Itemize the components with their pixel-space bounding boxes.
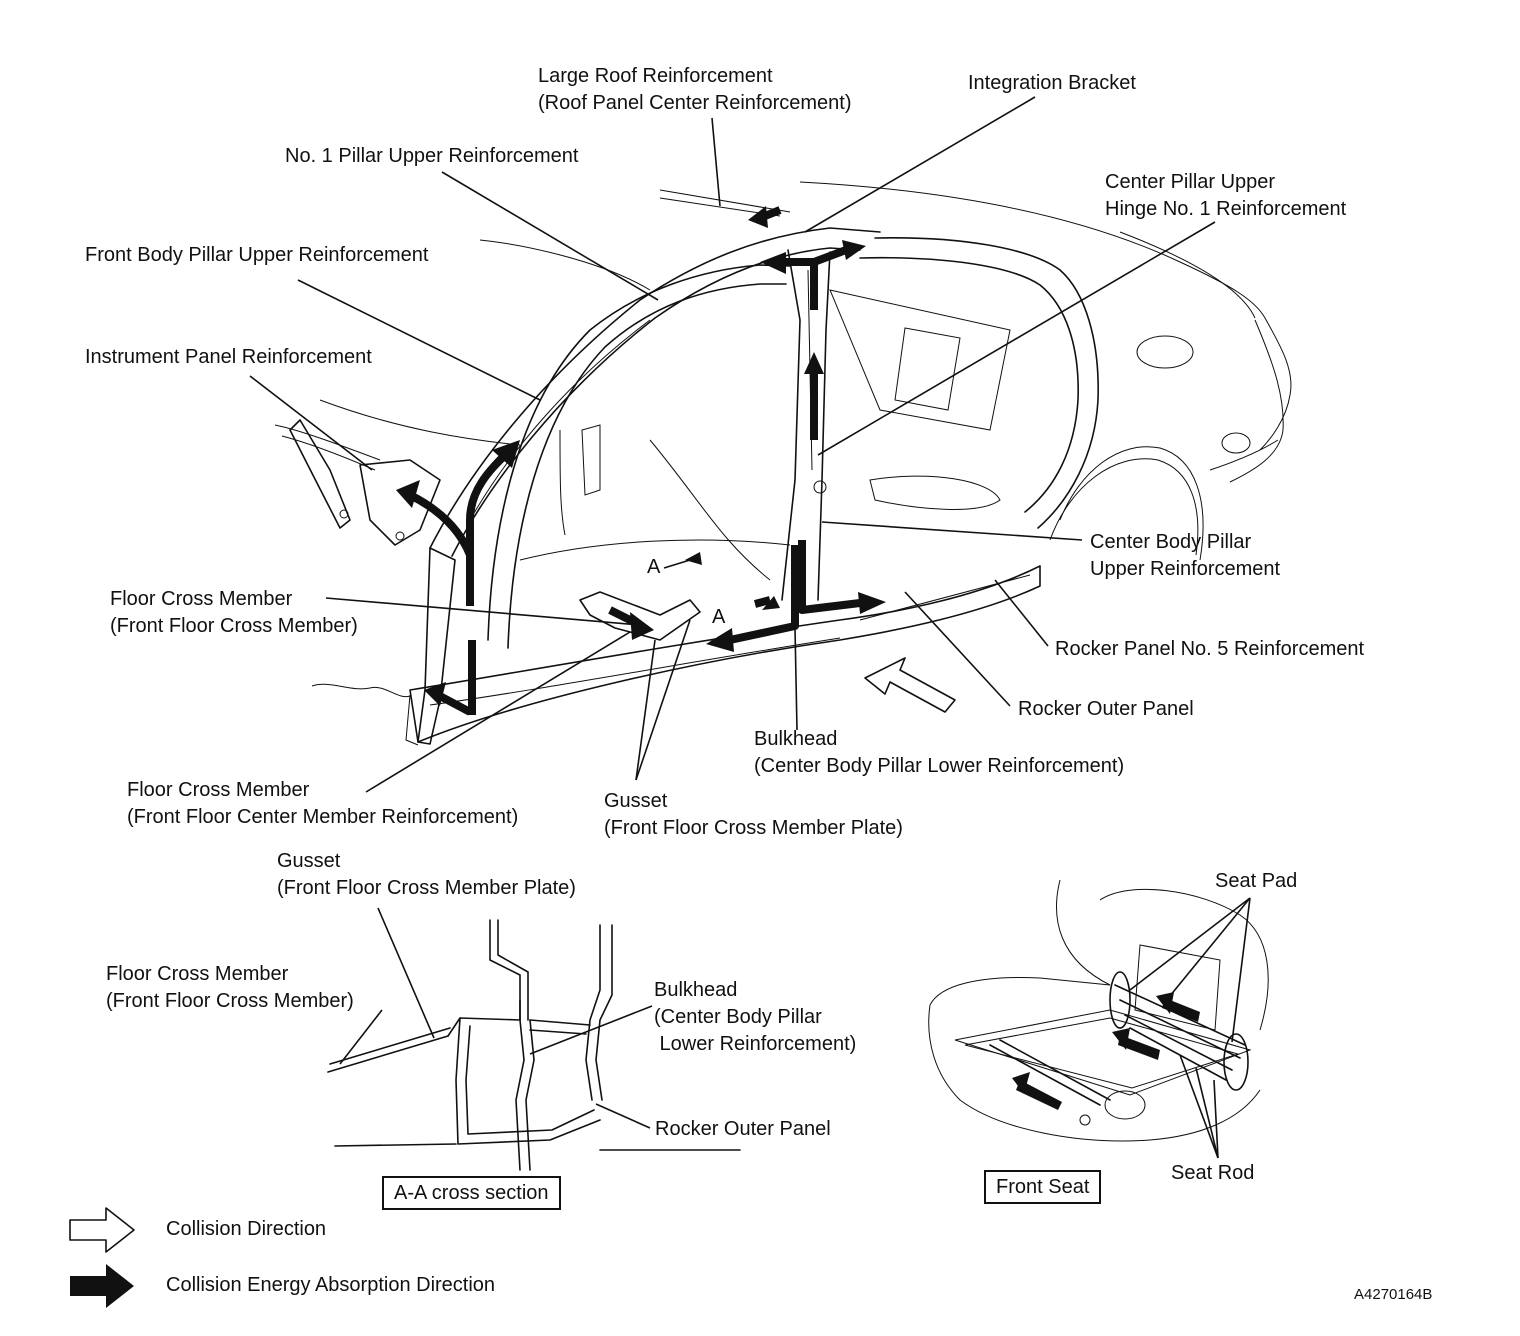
label-integration-bracket: Integration Bracket (968, 72, 1136, 94)
label-seat-pad: Seat Pad (1215, 870, 1298, 892)
label-no1-pillar-upper-reinforcement: No. 1 Pillar Upper Reinforcement (285, 145, 579, 167)
front-seat-caption: Front Seat (984, 1170, 1102, 1204)
body-side-structure (274, 181, 1292, 746)
cross-section-caption: A-A cross section (382, 1176, 561, 1210)
cross-section-drawing (327, 907, 741, 1171)
xs-label-floor-cross-member: Floor Cross Member(Front Floor Cross Mem… (106, 963, 354, 1012)
legend-absorption-direction: Collision Energy Absorption Direction (166, 1274, 496, 1296)
collision-arrow-main (864, 657, 956, 713)
collision-direction-arrow-icon (69, 1207, 135, 1253)
absorption-direction-arrow-icon (70, 1264, 134, 1308)
label-seat-rod: Seat Rod (1171, 1162, 1255, 1184)
section-marker-a-lower: A (712, 606, 726, 628)
leader-lines-main (249, 96, 1216, 793)
label-floor-cross-member-center: Floor Cross Member(Front Floor Center Me… (127, 779, 519, 828)
section-marker-a-upper: A (647, 556, 661, 578)
xs-label-gusset: Gusset(Front Floor Cross Member Plate) (277, 850, 576, 899)
label-floor-cross-member-front: Floor Cross Member(Front Floor Cross Mem… (110, 588, 358, 637)
front-seat-drawing (928, 879, 1269, 1159)
label-rocker-outer-panel: Rocker Outer Panel (1018, 698, 1194, 720)
label-bulkhead: Bulkhead(Center Body Pillar Lower Reinfo… (754, 728, 1125, 777)
figure-code: A4270164B (1354, 1286, 1433, 1303)
label-front-body-pillar-upper-reinforcement: Front Body Pillar Upper Reinforcement (85, 244, 429, 266)
xs-label-rocker-outer-panel: Rocker Outer Panel (655, 1118, 831, 1140)
legend-collision-direction: Collision Direction (166, 1218, 327, 1240)
xs-label-bulkhead: Bulkhead(Center Body Pillar Lower Reinfo… (654, 979, 857, 1055)
energy-flow-arrows (396, 206, 886, 716)
label-rocker-panel-no5-reinforcement: Rocker Panel No. 5 Reinforcement (1055, 638, 1365, 660)
label-large-roof-reinforcement: Large Roof Reinforcement(Roof Panel Cent… (538, 65, 852, 114)
label-gusset: Gusset(Front Floor Cross Member Plate) (604, 790, 903, 839)
label-instrument-panel-reinforcement: Instrument Panel Reinforcement (85, 346, 372, 368)
